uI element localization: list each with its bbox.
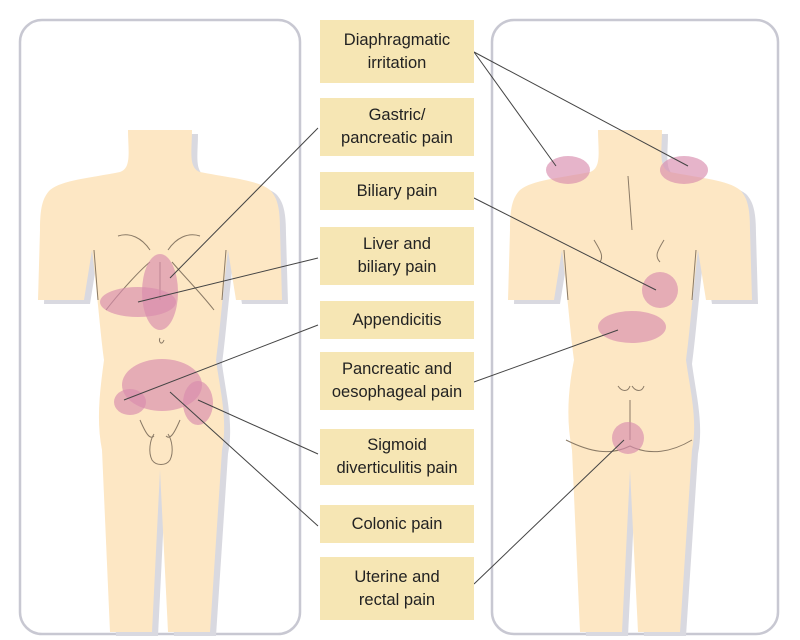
label-line: irritation (367, 53, 427, 72)
label-line: pancreatic pain (341, 129, 453, 147)
label-line: Pancreatic and (341, 360, 453, 378)
leader-lines (123, 51, 689, 585)
right-shoulder-region (660, 156, 708, 184)
label-colonic-pain: Colonic pain (320, 505, 474, 543)
label-line: oesophageal pain (331, 383, 463, 401)
label-line: diverticulitis pain (336, 459, 458, 477)
label-line: Biliary pain (356, 181, 438, 200)
biliary-back-region (642, 272, 678, 308)
label-line: Liver and (363, 235, 431, 253)
rectal-region (612, 422, 644, 454)
label-liver-biliary-pain: Liver and biliary pain (320, 227, 474, 285)
label-pancreatic-oesophageal-pain: Pancreatic and oesophageal pain (320, 352, 474, 410)
label-biliary-pain: Biliary pain (320, 172, 474, 210)
label-line: Gastric/ (368, 106, 426, 124)
left-shoulder-region (546, 156, 590, 184)
label-line: Diaphragmatic (343, 30, 451, 49)
sigmoid-region (183, 381, 213, 425)
label-sigmoid-diverticulitis-pain: Sigmoid diverticulitis pain (320, 429, 474, 485)
back-body (508, 130, 758, 636)
label-line: Appendicitis (352, 310, 442, 329)
appendix-region (114, 389, 146, 415)
label-line: biliary pain (357, 258, 437, 276)
label-line: rectal pain (358, 590, 436, 609)
label-line: Uterine and (354, 567, 440, 586)
label-line: Sigmoid (367, 436, 427, 454)
label-appendicitis: Appendicitis (320, 301, 474, 339)
label-uterine-rectal-pain: Uterine and rectal pain (320, 557, 474, 620)
label-gastric-pancreatic-pain: Gastric/pancreatic pain (320, 98, 474, 156)
back-pain-regions (546, 156, 708, 454)
label-diaphragmatic-irritation: Diaphragmatic irritation (320, 20, 474, 83)
pancreatic-back-region (598, 311, 666, 343)
label-line: Colonic pain (351, 514, 443, 533)
